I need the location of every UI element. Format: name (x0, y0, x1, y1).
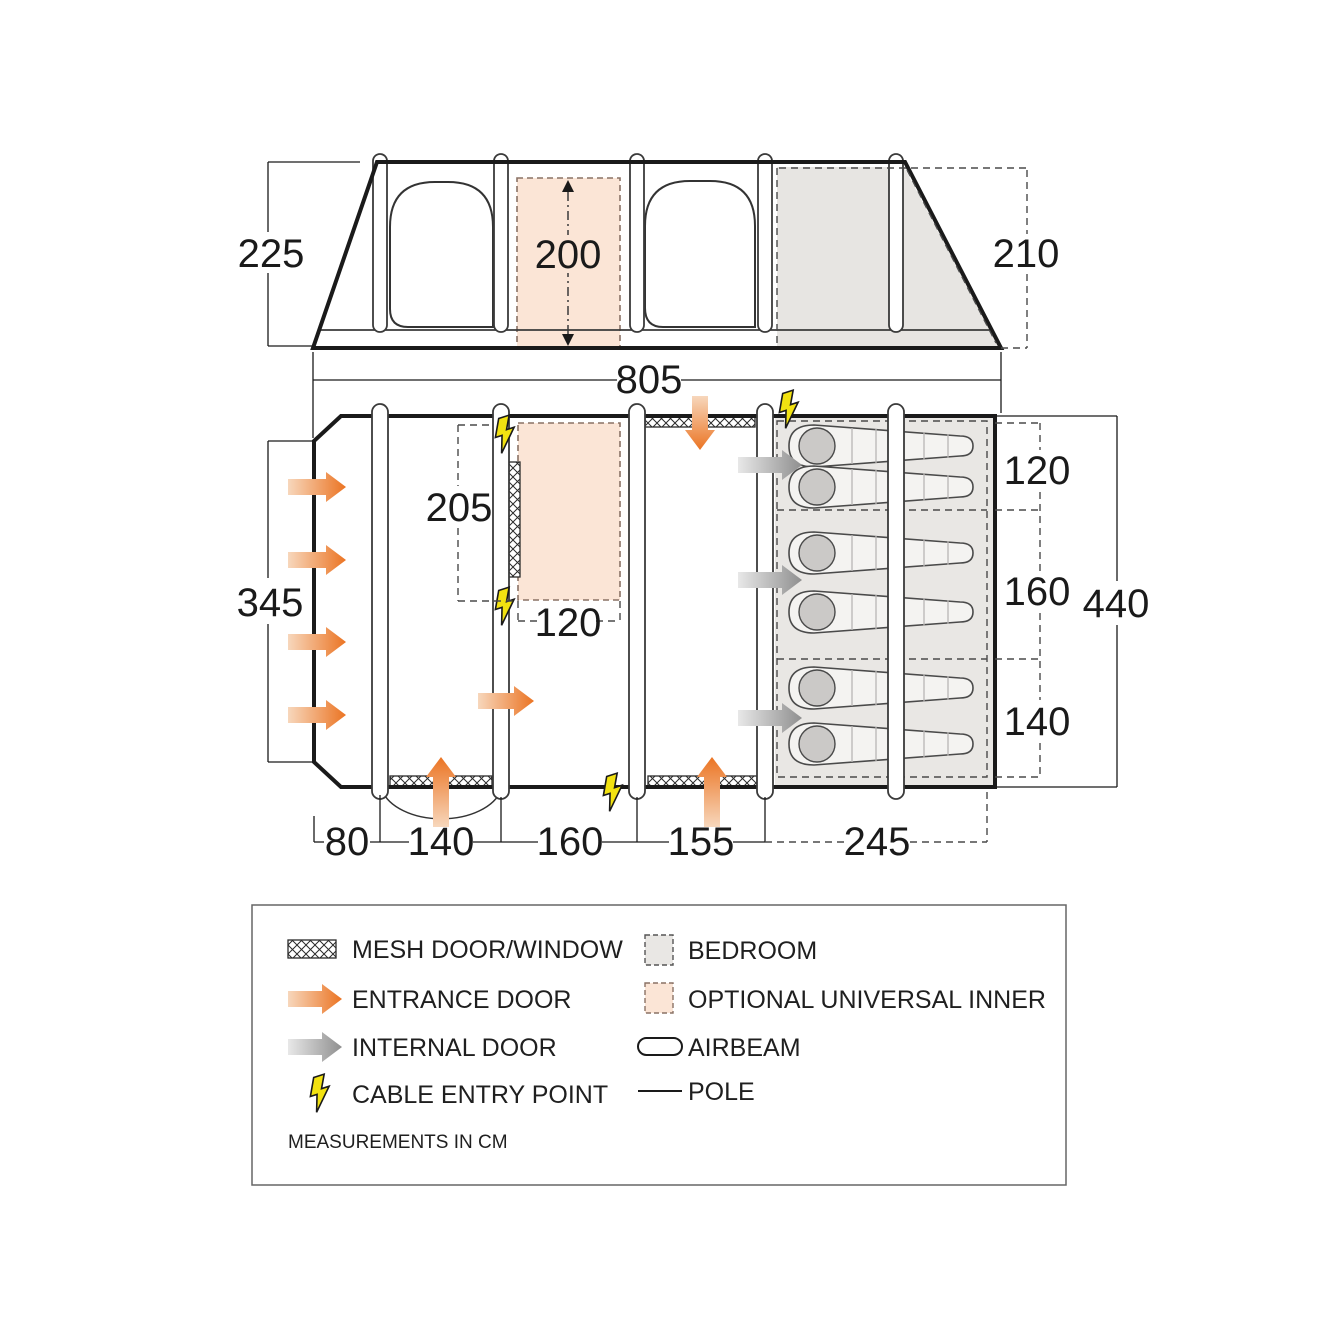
sleeping-bag (788, 424, 974, 468)
elevation-bedroom-shade (777, 167, 999, 346)
cable-entry-icon (494, 585, 516, 626)
sleeping-bag (788, 465, 974, 509)
sleeping-bags (788, 424, 974, 766)
legend: MESH DOOR/WINDOW ENTRANCE DOOR INTERNAL … (251, 904, 1067, 1186)
entrance-arrow-icon (685, 396, 715, 450)
entrance-arrow-icon (288, 627, 346, 657)
sleeping-bag (788, 531, 974, 575)
internal-door-arrows (738, 450, 802, 733)
dim-inner-length: 205 (426, 486, 493, 530)
optional-inner-swatch-icon (644, 982, 674, 1014)
entrance-arrow-icon (478, 686, 534, 716)
elevation-window-1 (389, 181, 494, 328)
dim-seg-80: 80 (325, 820, 370, 864)
legend-cable-label: CABLE ENTRY POINT (352, 1081, 608, 1109)
cable-entry-icon (309, 1072, 331, 1113)
legend-optional-label: OPTIONAL UNIVERSAL INNER (688, 986, 1046, 1014)
dim-seg-140: 140 (408, 820, 475, 864)
mesh-swatch-icon (287, 939, 337, 959)
dim-elev-front-height: 225 (238, 232, 305, 276)
elevation-window-2 (644, 180, 756, 328)
cable-entry-icon (778, 388, 800, 429)
plan-dimensions: 345 205 120 80 140 160 155 245 (237, 415, 1150, 864)
entrance-arrow-icon (288, 700, 346, 730)
elevation-outline (310, 160, 1005, 350)
entrance-arrow-icon (288, 984, 342, 1014)
cable-entry-points (494, 388, 800, 812)
internal-arrow-icon (288, 1032, 342, 1062)
sleeping-bag (788, 722, 974, 766)
legend-bedroom-label: BEDROOM (688, 937, 817, 965)
dim-bed-140: 140 (1004, 700, 1071, 744)
sleeping-bag (788, 590, 974, 634)
legend-airbeam-label: AIRBEAM (688, 1034, 801, 1062)
internal-arrow-icon (738, 450, 802, 480)
sleeping-bag (788, 666, 974, 710)
elevation-dimensions: 225 200 210 805 (238, 161, 1060, 438)
dim-overall-depth: 440 (1083, 582, 1150, 626)
dim-inner-width: 120 (535, 601, 602, 645)
dim-inner-height: 200 (535, 233, 602, 277)
elevation-rear-slope-dashed (906, 169, 997, 344)
dim-rear-height: 210 (993, 232, 1060, 276)
dim-seg-160: 160 (537, 820, 604, 864)
plan-outline (312, 414, 997, 789)
cable-entry-icon (602, 771, 624, 812)
plan-optional-inner (505, 422, 621, 601)
entrance-arrow-icon (697, 757, 727, 827)
legend-internal-label: INTERNAL DOOR (352, 1034, 557, 1062)
legend-mesh-label: MESH DOOR/WINDOW (352, 936, 623, 964)
dim-seg-155: 155 (668, 820, 735, 864)
bedroom-swatch-icon (644, 934, 674, 966)
dim-front-width: 345 (237, 581, 304, 625)
dim-overall-width: 805 (616, 358, 683, 402)
entrance-arrow-icon (288, 545, 346, 575)
legend-entrance-label: ENTRANCE DOOR (352, 986, 571, 1014)
dim-bed-120: 120 (1004, 449, 1071, 493)
legend-note: MEASUREMENTS IN CM (288, 1132, 508, 1153)
side-elevation-view (310, 153, 1027, 350)
internal-arrow-icon (738, 565, 802, 595)
internal-arrow-icon (738, 703, 802, 733)
floor-plan (288, 388, 997, 827)
entrance-door-arrows (288, 396, 727, 827)
entrance-arrow-icon (426, 757, 456, 827)
dim-bed-160: 160 (1004, 570, 1071, 614)
entrance-arrow-icon (288, 472, 346, 502)
airbeam-swatch-icon (637, 1037, 683, 1056)
dim-seg-245: 245 (844, 820, 911, 864)
elevation-airbeam-poles (372, 153, 904, 333)
legend-pole-label: POLE (688, 1078, 755, 1106)
cable-entry-icon (494, 413, 516, 454)
